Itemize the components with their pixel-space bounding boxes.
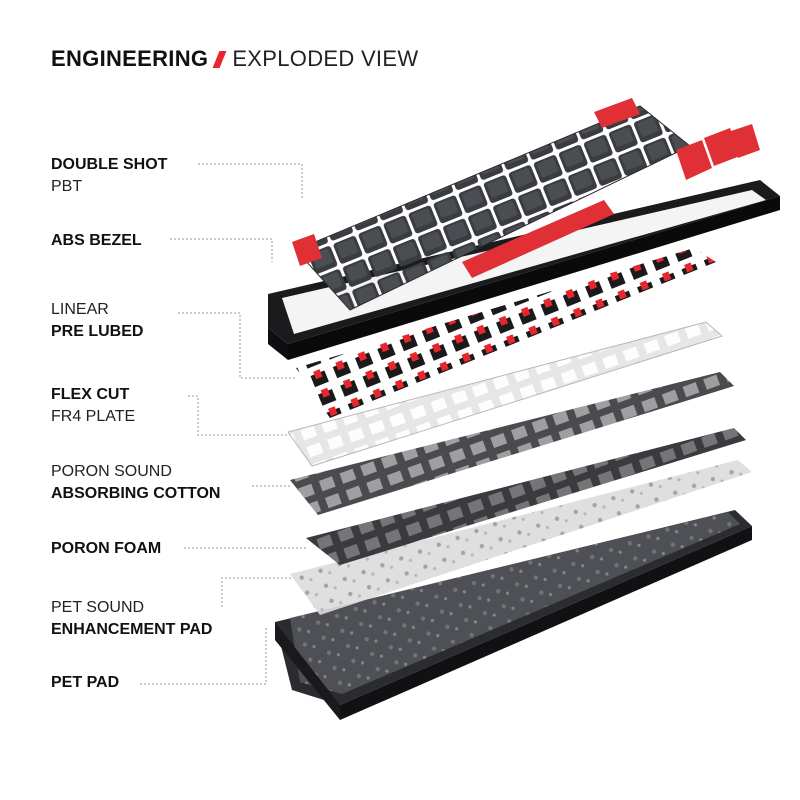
red-arrow-key [676, 140, 712, 180]
title-part-exploded-view: EXPLODED VIEW [232, 46, 419, 71]
red-arrow-key-3 [728, 124, 760, 158]
label-enhance-line2: ENHANCEMENT PAD [51, 621, 213, 638]
keycaps-layer [292, 98, 760, 311]
label-petpad: PET PAD [51, 672, 119, 694]
label-plate: FLEX CUT FR4 PLATE [51, 384, 135, 428]
label-switches-line1: LINEAR [51, 301, 109, 318]
leader-petpad [140, 628, 267, 685]
red-backspace-key [594, 98, 640, 128]
label-cotton-line1: PORON SOUND [51, 463, 172, 480]
absorbing-cotton-layer [290, 372, 734, 515]
label-plate-line1: FLEX CUT [51, 386, 130, 403]
label-enhance-line1: PET SOUND [51, 599, 145, 616]
label-switches-line2: PRE LUBED [51, 323, 144, 340]
poron-foam-layer [306, 428, 746, 565]
label-plate-line2: FR4 PLATE [51, 408, 136, 425]
label-bezel: ABS BEZEL [51, 230, 142, 252]
label-keycaps: DOUBLE SHOT PBT [51, 154, 167, 198]
red-spacebar [462, 200, 614, 278]
label-keycaps-line2: PBT [51, 178, 83, 195]
leader-keycaps [198, 163, 303, 198]
bottom-case-layer [275, 510, 752, 720]
label-petpad-line1: PET PAD [51, 674, 120, 691]
label-keycaps-line1: DOUBLE SHOT [51, 156, 168, 173]
label-switches: LINEAR PRE LUBED [51, 299, 143, 343]
label-enhance: PET SOUND ENHANCEMENT PAD [51, 597, 212, 641]
label-foam-line1: PORON FOAM [51, 540, 162, 557]
leader-lines [140, 163, 307, 685]
label-cotton: PORON SOUND ABSORBING COTTON [51, 461, 220, 505]
leader-enhance [221, 577, 292, 607]
label-cotton-line2: ABSORBING COTTON [51, 485, 221, 502]
leader-plate [188, 395, 290, 436]
switches-layer [296, 248, 716, 418]
enhancement-pad-layer [290, 460, 752, 615]
label-bezel-line1: ABS BEZEL [51, 232, 142, 249]
page-title: ENGINEERING EXPLODED VIEW [51, 46, 418, 72]
label-foam: PORON FOAM [51, 538, 161, 560]
title-part-engineering: ENGINEERING [51, 46, 209, 71]
abs-bezel-layer [268, 180, 780, 360]
fr4-plate-layer [287, 321, 723, 467]
red-esc-key [292, 234, 322, 266]
leader-bezel [170, 238, 273, 262]
